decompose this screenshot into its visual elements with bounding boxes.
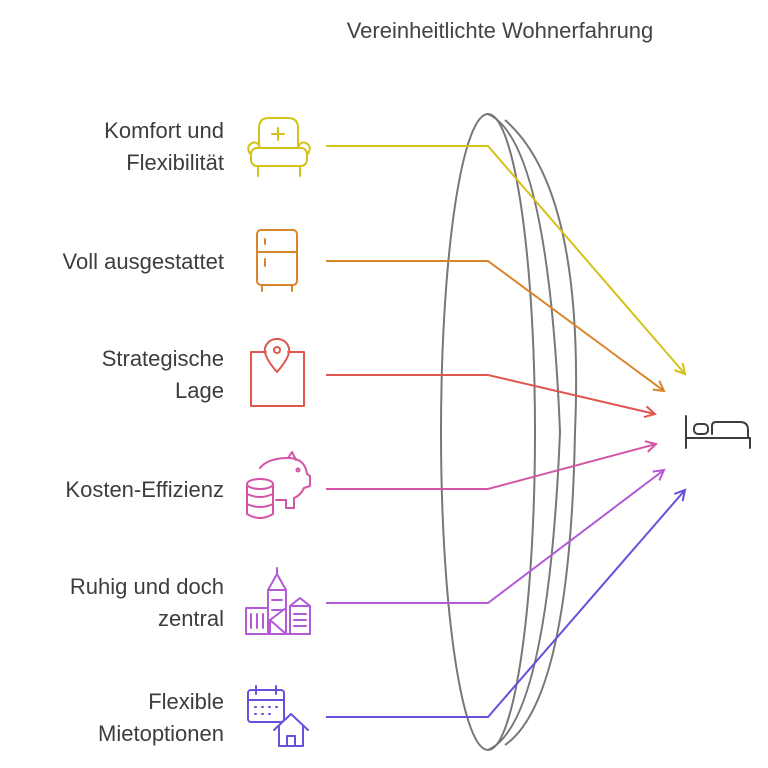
connector-line [326,374,656,415]
connector-line [326,443,657,490]
piggy-bank-icon [246,451,311,519]
city-buildings-icon [245,567,311,635]
item-label-quiet-central: Ruhig und doch zentral [69,574,224,631]
map-pin-icon [250,338,305,407]
item-label-location: Strategische Lage [101,346,224,403]
arrow-head [652,468,666,481]
refrigerator-icon [256,229,298,292]
arrow-head [643,405,658,419]
connector-line [326,145,686,375]
connector-lines [326,145,687,718]
arrow-head [673,362,687,376]
connector-line [326,260,665,392]
item-label-comfort: Komfort und Flexibilität [104,118,224,175]
diagram-title: Vereinheitlichte Wohnerfahrung [346,18,654,43]
bed-icon [685,415,751,449]
armchair-icon [247,117,311,177]
arrow-head [673,488,687,502]
item-label-cost: Kosten-Effizienz [65,477,224,502]
calendar-house-icon [247,685,309,747]
lens-shape [440,113,578,751]
item-label-rental-options: Flexible Mietoptionen [98,689,224,746]
connector-line [326,489,686,718]
item-label-equipped: Voll ausgestattet [62,249,224,274]
arrow-head [644,440,659,453]
arrow-head [652,380,666,393]
connector-line [326,469,665,604]
